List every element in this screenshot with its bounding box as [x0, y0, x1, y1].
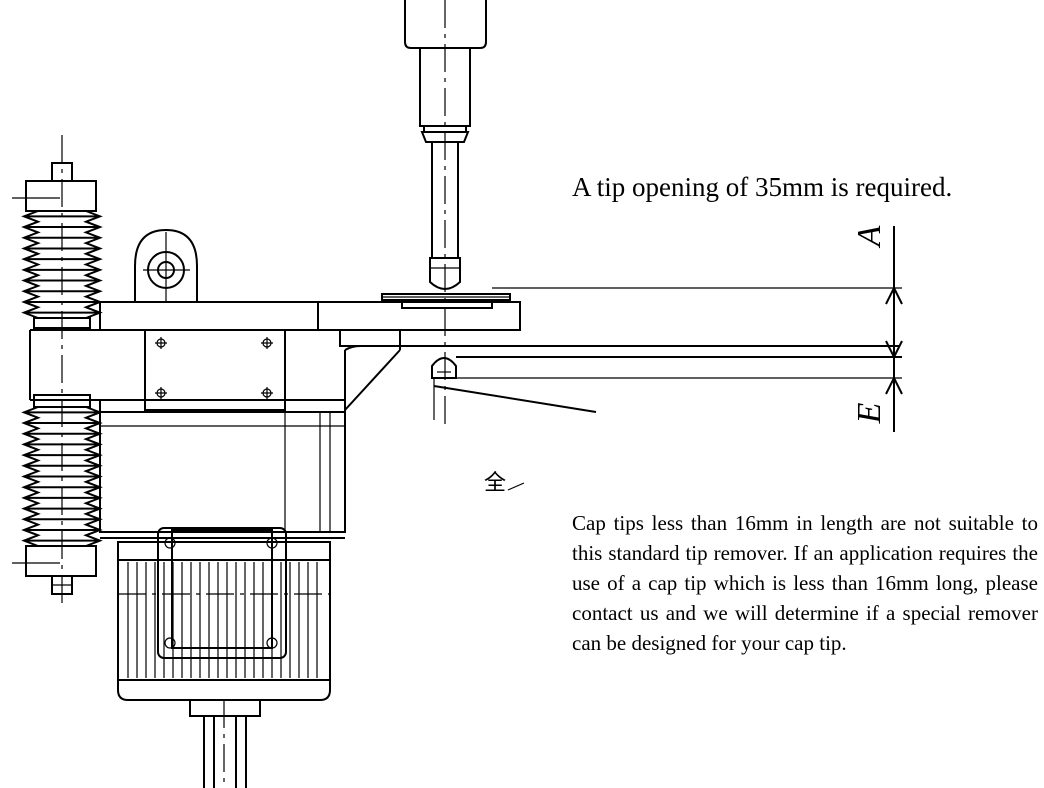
motor: [117, 527, 331, 788]
dimension-lines: [456, 226, 903, 432]
dimension-label-a: A: [851, 225, 888, 248]
upper-electrode-shank: [404, 0, 487, 425]
stray-mark-stroke: [507, 482, 525, 491]
tip-opening-note: A tip opening of 35mm is required.: [572, 172, 953, 202]
plate-bolts: [155, 337, 273, 399]
cutter-plate: [381, 293, 511, 309]
bellows-column: [12, 135, 103, 605]
gear-housing: [99, 400, 346, 539]
pulley-bracket: [134, 228, 198, 302]
lower-tip: [431, 357, 597, 420]
stray-mark-glyph: 全: [484, 471, 506, 496]
dimension-label-e: E: [851, 402, 888, 424]
cap-tip-note: Cap tips less than 16mm in length are no…: [572, 511, 1038, 655]
